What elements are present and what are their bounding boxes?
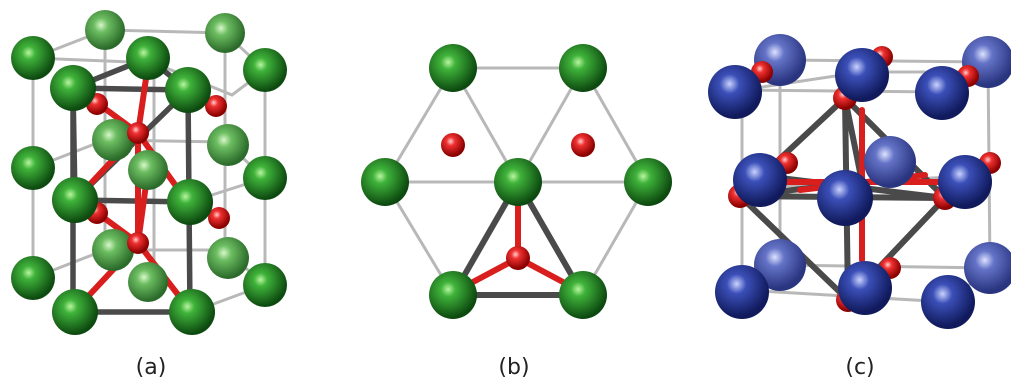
panel-a-back-atoms xyxy=(85,10,249,302)
panel-a-front-atoms xyxy=(11,36,287,335)
caption-b: (b) xyxy=(498,355,530,380)
panel-b-green-atoms xyxy=(361,44,672,319)
panel-a-hexagonal-structure xyxy=(11,10,287,335)
caption-c: (c) xyxy=(845,355,875,380)
panel-c-cubic-structure xyxy=(708,34,1011,329)
panel-b-triangular-projection xyxy=(361,44,672,319)
caption-a: (a) xyxy=(135,355,167,380)
panel-b-red-atoms xyxy=(441,133,595,270)
panel-b-dark-triangle xyxy=(447,175,589,298)
panel-c-front-atoms xyxy=(708,48,992,329)
